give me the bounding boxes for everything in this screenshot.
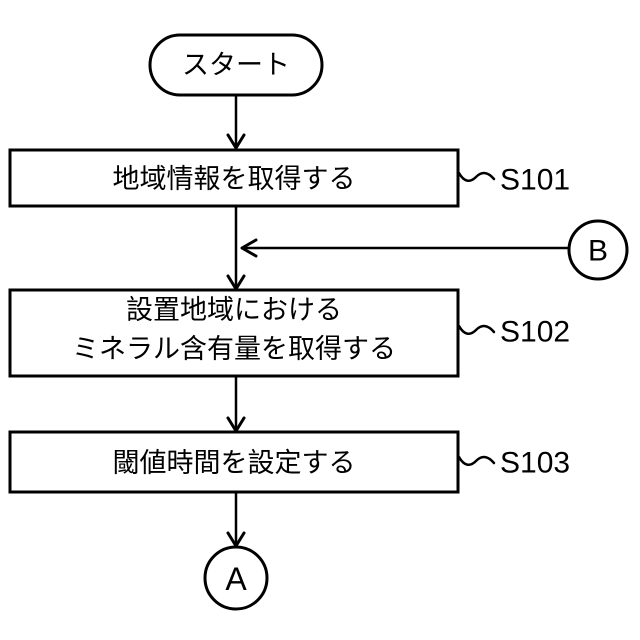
- arrow-b-to-flow-head: [240, 238, 258, 258]
- start-terminal-label: スタート: [182, 50, 290, 80]
- step-box-s103: [8, 430, 460, 494]
- connector-a-label: A: [225, 561, 247, 597]
- step-box-s102: [8, 288, 460, 378]
- tilde-connector-s102: [457, 324, 496, 335]
- step-label-s102: S102: [500, 316, 570, 349]
- step-box-s101: [8, 148, 460, 208]
- step-label-s103: S103: [500, 447, 570, 480]
- step-label-s101: S101: [500, 164, 570, 197]
- connector-a-circle: [203, 545, 269, 611]
- step-text-s101: 地域情報を取得する: [113, 164, 356, 194]
- tilde-connector-s103: [457, 455, 496, 466]
- step-text-s102-line2: ミネラル含有量を取得する: [72, 334, 396, 364]
- connector-b-label: B: [588, 235, 608, 268]
- step-text-s103: 閾値時間を設定する: [113, 448, 356, 478]
- step-text-s102-line1: 設置地域における: [126, 295, 342, 325]
- arrow-start-to-s101-head: [226, 133, 246, 150]
- connector-b-circle: [567, 219, 629, 281]
- tilde-connector-s101: [457, 171, 496, 182]
